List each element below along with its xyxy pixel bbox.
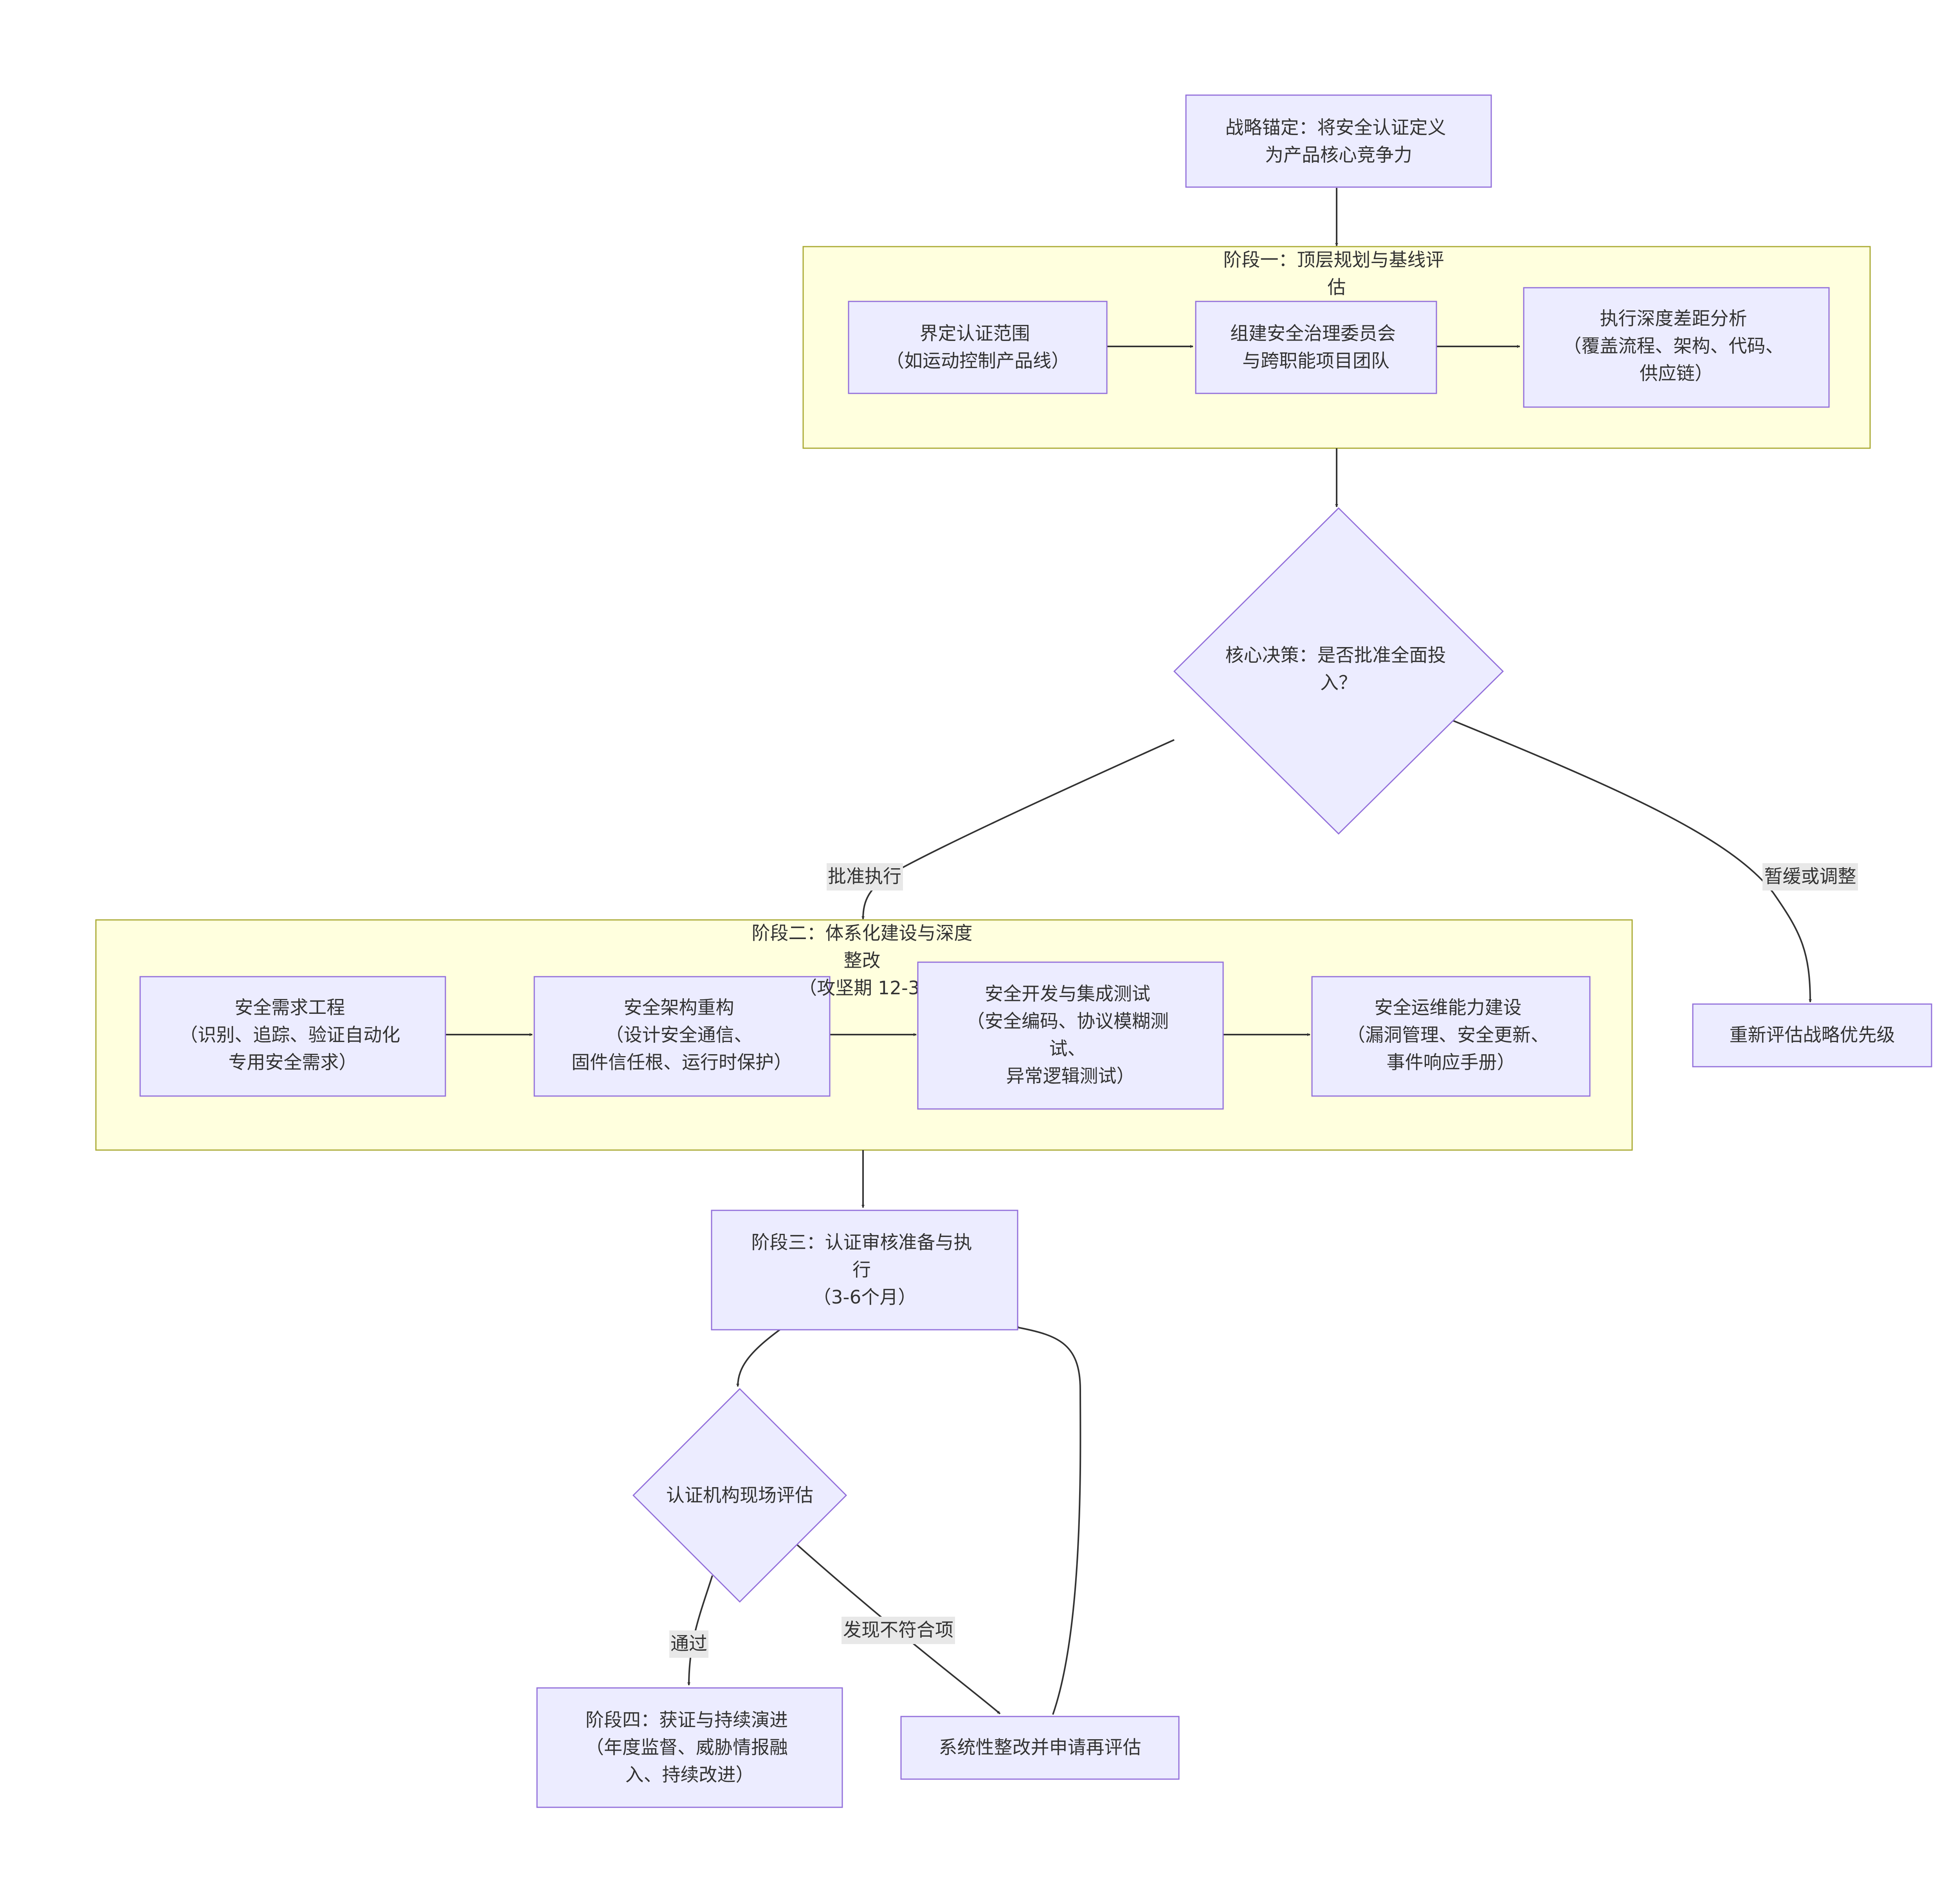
node-dev-line-1: 安全开发与集成测试 <box>985 983 1150 1005</box>
edge-label-defer: 暂缓或调整 <box>1762 863 1858 891</box>
edge-decision-to-reassess <box>1452 719 1812 1002</box>
node-phase3-line-2: 行 <box>852 1259 871 1281</box>
edge-audit-to-phase4 <box>687 1575 713 1686</box>
edge-label-nonconform-text: 发现不符合项 <box>843 1619 953 1641</box>
svg-text:安全架构重构 （设计安全通信、 固件: 安全架构重构 （设计安全通信、 固件信任根、运行时保护） <box>571 997 792 1073</box>
node-phase4-line-3: 入、持续改进） <box>625 1764 754 1786</box>
node-phase4-line-1: 阶段四：获证与持续演进 <box>586 1709 788 1731</box>
node-strategy: 战略锚定：将安全认证定义 为产品核心竞争力 <box>1185 94 1492 188</box>
svg-text:执行深度差距分析 （覆盖流程、架构、代码、: 执行深度差距分析 （覆盖流程、架构、代码、 供应链） <box>1563 308 1790 384</box>
node-req-line-2: （识别、追踪、验证自动化 <box>180 1024 400 1046</box>
edges <box>445 188 1812 1715</box>
node-scope-line-1: 界定认证范围 <box>920 323 1030 344</box>
node-reassess: 重新评估战略优先级 <box>1692 1003 1932 1067</box>
node-req-line-3: 专用安全需求） <box>229 1052 357 1073</box>
node-arch-line-1: 安全架构重构 <box>624 997 734 1019</box>
node-audit-text: 认证机构现场评估 <box>666 1485 813 1506</box>
node-dev-line-3: 试、 <box>1049 1038 1086 1060</box>
edge-label-defer-text: 暂缓或调整 <box>1764 866 1856 887</box>
edge-label-nonconform: 发现不符合项 <box>842 1617 955 1644</box>
node-phase4-line-2: （年度监督、威胁情报融 <box>586 1737 788 1758</box>
edge-label-approve-text: 批准执行 <box>828 866 901 887</box>
node-phase3: 阶段三：认证审核准备与执 行 （3-6个月） <box>711 1210 1018 1331</box>
node-gap: 执行深度差距分析 （覆盖流程、架构、代码、 供应链） <box>1523 287 1830 408</box>
cluster-phase2-line-3: （攻坚期 12-30 <box>798 977 932 999</box>
node-req: 安全需求工程 （识别、追踪、验证自动化 专用安全需求） <box>139 976 446 1097</box>
svg-text:核心决策：是否批准全面投 入？: 核心决策：是否批准全面投 入？ <box>1225 645 1452 694</box>
node-dev: 安全开发与集成测试 （安全编码、协议模糊测 试、 异常逻辑测试） <box>917 961 1224 1110</box>
cluster-phase1-line-2: 估 <box>1328 277 1346 298</box>
edge-decision-to-phase2 <box>861 739 1175 920</box>
node-decision-line-1: 核心决策：是否批准全面投 <box>1225 645 1446 666</box>
svg-text:阶段二：体系化建设与深度 整改 （攻: 阶段二：体系化建设与深度 整改 （攻坚期 12-30 <box>752 923 979 999</box>
cluster-phase2-line-2: 整改 <box>844 950 881 972</box>
node-ops-line-1: 安全运维能力建设 <box>1375 997 1522 1019</box>
node-scope: 界定认证范围 （如运动控制产品线） <box>848 301 1108 394</box>
node-arch-line-3: 固件信任根、运行时保护） <box>571 1052 792 1073</box>
svg-text:组建安全治理委员会 与跨职能项目团队: 组建安全治理委员会 与跨职能项目团队 <box>1230 323 1402 372</box>
node-decision-line-2: 入？ <box>1320 672 1357 694</box>
node-audit: 认证机构现场评估 <box>632 1388 847 1603</box>
node-strategy-line-2: 为产品核心竞争力 <box>1265 144 1412 166</box>
node-strategy-line-1: 战略锚定：将安全认证定义 <box>1225 117 1446 139</box>
node-phase3-line-3: （3-6个月） <box>813 1287 917 1308</box>
node-req-line-1: 安全需求工程 <box>235 997 345 1019</box>
cluster-phase2-title: 阶段二：体系化建设与深度 整改 （攻坚期 12-30 <box>752 923 979 999</box>
edge-phase3-to-audit <box>736 1328 782 1387</box>
svg-text:阶段一：顶层规划与基线评 估: 阶段一：顶层规划与基线评 估 <box>1224 249 1450 298</box>
node-scope-line-2: （如运动控制产品线） <box>886 350 1070 372</box>
cluster-phase1-line-1: 阶段一：顶层规划与基线评 <box>1224 249 1444 271</box>
node-ops-line-3: 事件响应手册） <box>1387 1052 1516 1073</box>
node-gap-line-3: 供应链） <box>1640 363 1713 384</box>
node-reassess-text: 重新评估战略优先级 <box>1730 1024 1895 1046</box>
node-dev-line-4: 异常逻辑测试） <box>1006 1066 1135 1087</box>
node-committee: 组建安全治理委员会 与跨职能项目团队 <box>1195 301 1437 394</box>
svg-text:界定认证范围 （如运动控制产品线）: 界定认证范围 （如运动控制产品线） <box>886 323 1070 372</box>
node-gap-line-2: （覆盖流程、架构、代码、 <box>1563 335 1784 357</box>
node-phase4: 阶段四：获证与持续演进 （年度监督、威胁情报融 入、持续改进） <box>536 1687 843 1808</box>
node-committee-line-2: 与跨职能项目团队 <box>1242 350 1389 372</box>
svg-text:战略锚定：将安全认证定义 为产品核心竞争力: 战略锚定：将安全认证定义 为产品核心竞争力 <box>1225 117 1452 166</box>
node-ops-line-2: （漏洞管理、安全更新、 <box>1347 1024 1549 1046</box>
edge-label-approve: 批准执行 <box>827 863 903 891</box>
node-remediate-text: 系统性整改并申请再评估 <box>939 1737 1141 1758</box>
node-decision: 核心决策：是否批准全面投 入？ <box>1173 507 1504 835</box>
node-gap-line-1: 执行深度差距分析 <box>1600 308 1747 330</box>
node-dev-line-2: （安全编码、协议模糊测 <box>966 1011 1169 1032</box>
node-phase3-line-1: 阶段三：认证审核准备与执 <box>751 1232 972 1253</box>
edge-audit-to-remediate <box>796 1543 1001 1715</box>
svg-text:安全运维能力建设 （漏洞管理、安全更新、: 安全运维能力建设 （漏洞管理、安全更新、 事件响应手册） <box>1347 997 1555 1073</box>
node-committee-line-1: 组建安全治理委员会 <box>1230 323 1396 344</box>
cluster-phase2-line-1: 阶段二：体系化建设与深度 <box>752 923 973 944</box>
edge-label-pass-text: 通过 <box>670 1633 707 1655</box>
edge-label-pass: 通过 <box>669 1630 708 1658</box>
node-ops: 安全运维能力建设 （漏洞管理、安全更新、 事件响应手册） <box>1311 976 1591 1097</box>
node-arch: 安全架构重构 （设计安全通信、 固件信任根、运行时保护） <box>533 976 831 1097</box>
svg-text:安全需求工程 （识别、追踪、验证自动化: 安全需求工程 （识别、追踪、验证自动化 专用安全需求） <box>180 997 406 1073</box>
edge-remediate-to-phase3 <box>1015 1326 1081 1715</box>
svg-text:安全开发与集成测试 （安全编码、协议模糊测: 安全开发与集成测试 （安全编码、协议模糊测 试、 异常逻辑测试） <box>966 983 1175 1087</box>
node-remediate: 系统性整改并申请再评估 <box>900 1716 1180 1780</box>
svg-text:阶段三：认证审核准备与执 行 （3-: 阶段三：认证审核准备与执 行 （3-6个月） <box>751 1232 978 1308</box>
svg-text:阶段四：获证与持续演进 （年度监督、威胁情报融: 阶段四：获证与持续演进 （年度监督、威胁情报融 入、持续改进） <box>586 1709 794 1786</box>
node-arch-line-2: （设计安全通信、 <box>605 1024 753 1046</box>
